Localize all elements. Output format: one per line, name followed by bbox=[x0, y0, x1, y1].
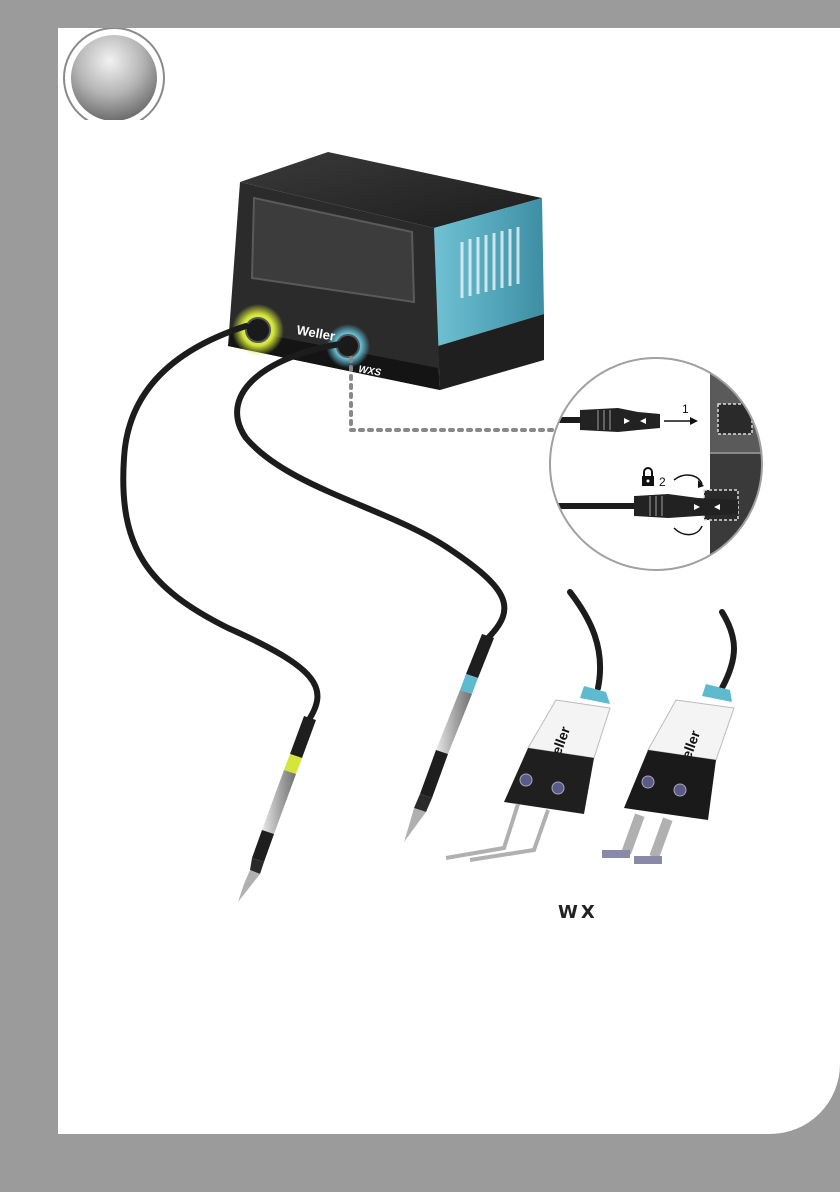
soldering-station: Weller WXS bbox=[228, 152, 544, 390]
soldering-iron-blue bbox=[404, 634, 494, 842]
soldering-iron-green bbox=[238, 716, 316, 902]
model-label-wx: WX bbox=[558, 902, 598, 923]
product-illustration: Weller WXS bbox=[58, 28, 840, 1134]
detail-step-2: 2 bbox=[659, 475, 666, 489]
soldering-tweezers-right: Weller bbox=[602, 612, 734, 864]
detail-step-1: 1 bbox=[682, 402, 689, 416]
soldering-tweezers-left: Weller bbox=[446, 592, 610, 860]
connection-detail: 1 bbox=[548, 358, 770, 570]
manual-sheet: Weller WXS bbox=[58, 28, 840, 1134]
